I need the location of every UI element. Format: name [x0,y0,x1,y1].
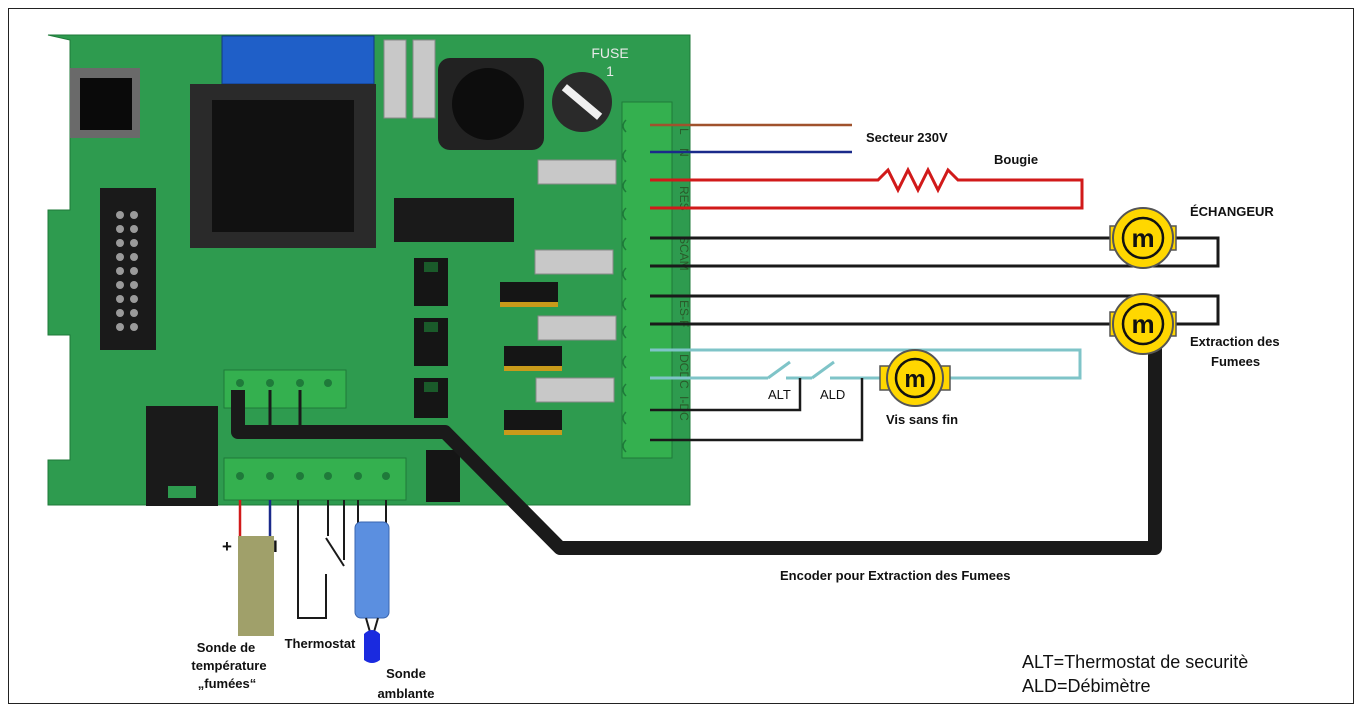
triac-1 [500,282,558,307]
pin-label-dcdc: DCDC [677,354,691,389]
wire-cyan-top [650,348,1082,380]
resistor-h-3 [537,315,617,341]
label-echangeur: ÉCHANGEUR [1190,204,1274,219]
resistor-h-1 [537,159,617,185]
power-jack-slot [168,486,196,498]
fuse-number: 1 [606,63,614,79]
resistor-h-4 [535,377,615,403]
label-extraction-1: Extraction des [1190,334,1280,349]
motor-vis-sans-fin: m [879,349,951,407]
label-vis-sans-fin: Vis sans fin [886,412,958,427]
sonde-ambiante-probe [354,521,390,619]
relay-block [221,35,375,85]
motor-echangeur: m [1109,207,1177,269]
label-thermostat: Thermostat [285,636,356,651]
switch-alt [767,360,791,380]
label-sonde-temp-1: Sonde de [197,640,256,655]
sonde-temperature-probe [238,536,274,636]
encoder-cable [231,342,1162,555]
label-bougie: Bougie [994,152,1038,167]
chip-top-left-core [80,78,132,130]
probe-plus-sign: + [222,537,232,556]
ic-middle [394,198,514,242]
sonde-ambiante-tip [364,630,380,663]
triac-2 [504,346,562,371]
connector-6pin-pins [236,472,390,480]
optocoupler-notches [424,262,438,392]
probe-minus-sign: I [273,537,278,556]
connector-4pin-pins [236,379,332,387]
label-ald: ALD [820,387,845,402]
label-alt: ALT [768,387,791,402]
wire-extraction-top [650,294,1220,326]
resistor-h-2 [534,249,614,275]
pin-label-idc: I-DC [677,396,691,421]
legend-alt: ALT=Thermostat de securitè [1022,652,1248,672]
encoder-cable-pins [268,390,302,432]
wire-ambient-probe [357,500,387,524]
diagram-frame [8,8,1354,704]
wire-echangeur-bottom [650,236,1220,268]
legend-ald: ALD=Débimètre [1022,676,1151,696]
wire-red-bougie [650,166,1084,210]
inductor-coil [452,68,524,140]
wire-ald-return [650,378,864,442]
switch-ald [811,360,835,380]
ribbon-connector [100,188,156,350]
pin-label-res: RES [677,186,691,211]
pin-label-l: L [677,128,691,135]
ribbon-pins [116,211,138,331]
label-sonde-temp-3: „fumées“ [198,676,257,691]
transformer-core [212,100,354,232]
fuse-label: FUSE [591,45,628,61]
label-sonde-temp-2: température [191,658,266,673]
label-extraction-2: Fumees [1211,354,1260,369]
motor-extraction: m [1109,293,1177,355]
pin-label-esf: ES-F [677,300,691,327]
motor-extraction-symbol: m [1131,309,1154,339]
resistor-vertical-2 [412,39,436,119]
probe-leads [365,617,379,633]
triac-3 [504,410,562,435]
terminal-block-ridges [622,119,627,453]
fuse-slot [561,84,603,120]
thermostat-contact [325,537,345,567]
label-sonde-amb-1: Sonde [386,666,426,681]
resistor-vertical-1 [383,39,407,119]
motor-vis-symbol: m [904,366,925,393]
label-encoder: Encoder pour Extraction des Fumees [780,568,1010,583]
terminal-block-right [621,101,673,459]
optocouplers [414,258,460,502]
motor-echangeur-symbol: m [1131,223,1154,253]
wire-alt-return [650,378,802,412]
connector-6pin [223,457,407,501]
thermostat-switch [327,500,345,560]
label-sonde-amb-2: amblante [377,686,434,701]
pin-label-scam: SCAM [677,236,691,271]
thermostat-loop [297,500,327,619]
label-secteur: Secteur 230V [866,130,948,145]
